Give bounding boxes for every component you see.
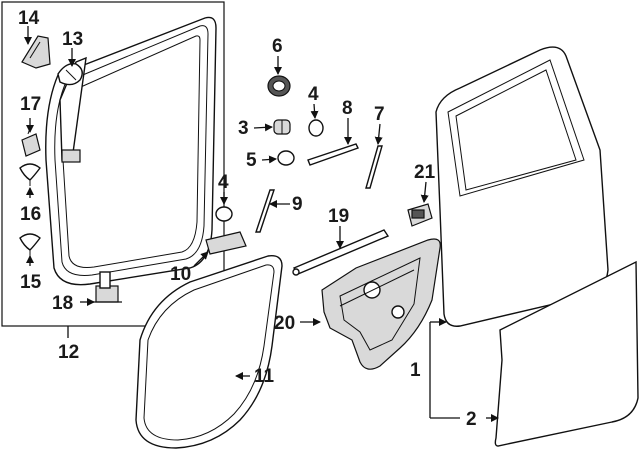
part-21-handle <box>407 203 433 227</box>
part-4-plug-lower <box>215 206 233 222</box>
callout-7: 7 <box>374 104 385 125</box>
callout-17: 17 <box>20 94 41 115</box>
part-16-fastener <box>19 163 41 186</box>
callout-4-upper: 4 <box>308 84 319 105</box>
door-opening-weatherstrip <box>45 16 217 286</box>
part-17-clip <box>21 127 41 157</box>
part-10-pad <box>205 231 247 255</box>
callout-8: 8 <box>342 98 353 119</box>
inset-box-group-12 <box>1 1 225 338</box>
callout-3: 3 <box>238 118 249 139</box>
part-13-push-clip <box>57 63 83 86</box>
part-20-regulator <box>321 238 441 370</box>
callout-20: 20 <box>274 313 295 334</box>
part-11-door-weatherstrip <box>135 255 283 449</box>
callout-19: 19 <box>328 206 349 227</box>
callout-5: 5 <box>246 150 257 171</box>
callout-9: 9 <box>292 194 303 215</box>
part-14-bracket <box>21 35 51 69</box>
leader-lines <box>24 26 499 422</box>
callout-10: 10 <box>170 264 191 285</box>
part-8-moulding <box>307 143 359 166</box>
callout-4-lower: 4 <box>218 172 229 193</box>
callout-18: 18 <box>52 293 73 314</box>
part-5-plug <box>277 150 295 166</box>
callout-6: 6 <box>272 36 283 57</box>
callout-14: 14 <box>18 8 40 29</box>
callout-21: 21 <box>414 162 436 183</box>
part-2-outer-panel <box>494 260 639 447</box>
part-6-grommet <box>267 75 291 97</box>
part-3-plug <box>273 119 291 135</box>
part-9-strip <box>255 189 275 233</box>
callout-13: 13 <box>62 29 83 50</box>
callout-12: 12 <box>58 342 79 363</box>
callout-2: 2 <box>466 409 477 430</box>
callout-11: 11 <box>254 366 275 387</box>
part-7-channel <box>365 145 383 189</box>
callout-15: 15 <box>20 272 42 293</box>
part-1-door-shell <box>435 46 609 327</box>
part-4-plug-upper <box>308 119 324 137</box>
callout-1: 1 <box>410 360 421 381</box>
part-19-channel <box>292 229 390 276</box>
callout-16: 16 <box>20 204 41 225</box>
part-18-check <box>92 271 122 303</box>
part-15-fastener <box>19 233 41 256</box>
